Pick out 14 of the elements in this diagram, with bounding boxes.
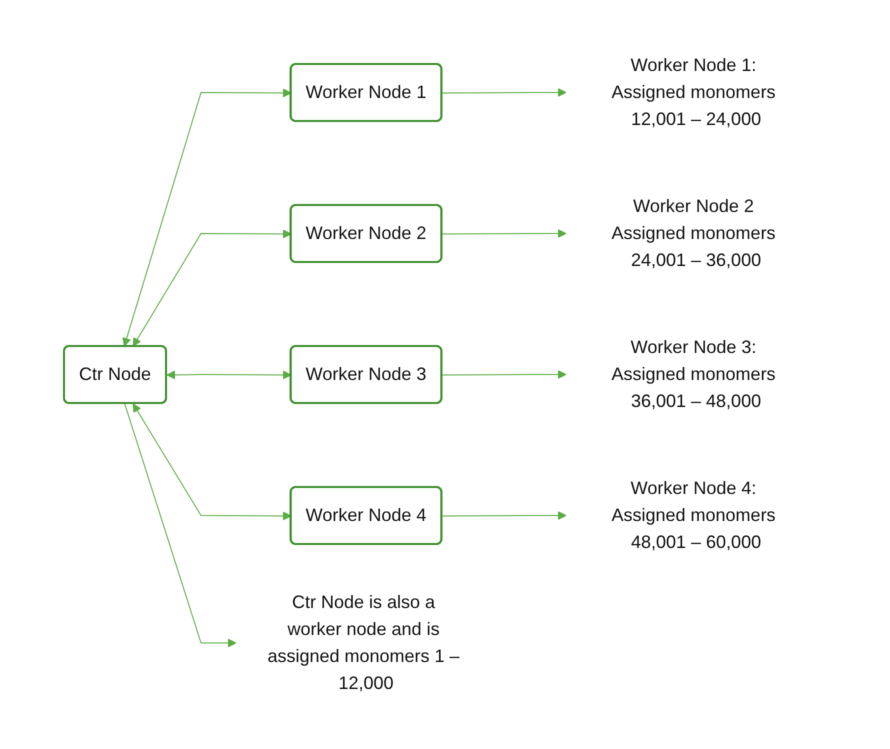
node-text: Worker Node 1: Assigned monomers 12,001 – 24,000 — [611, 55, 776, 129]
arrow — [441, 511, 566, 520]
node-text: Worker Node 3: Assigned monomers 36,001 – 48,000 — [611, 337, 776, 411]
arrow — [124, 403, 236, 648]
arrow — [441, 229, 566, 238]
arrow — [132, 230, 292, 347]
arrow — [441, 370, 566, 379]
arrow — [441, 88, 566, 97]
arrow — [132, 403, 292, 520]
node-text: Worker Node 4: Assigned monomers 48,001 – 60,000 — [611, 478, 776, 552]
arrow — [122, 88, 292, 347]
node-text: Worker Node 2 Assigned monomers 24,001 – 36,000 — [611, 196, 776, 270]
node-text: Ctr Node is also a worker node and is assigned monomers 1 – 12,000 — [267, 592, 460, 693]
arrow — [166, 370, 292, 380]
